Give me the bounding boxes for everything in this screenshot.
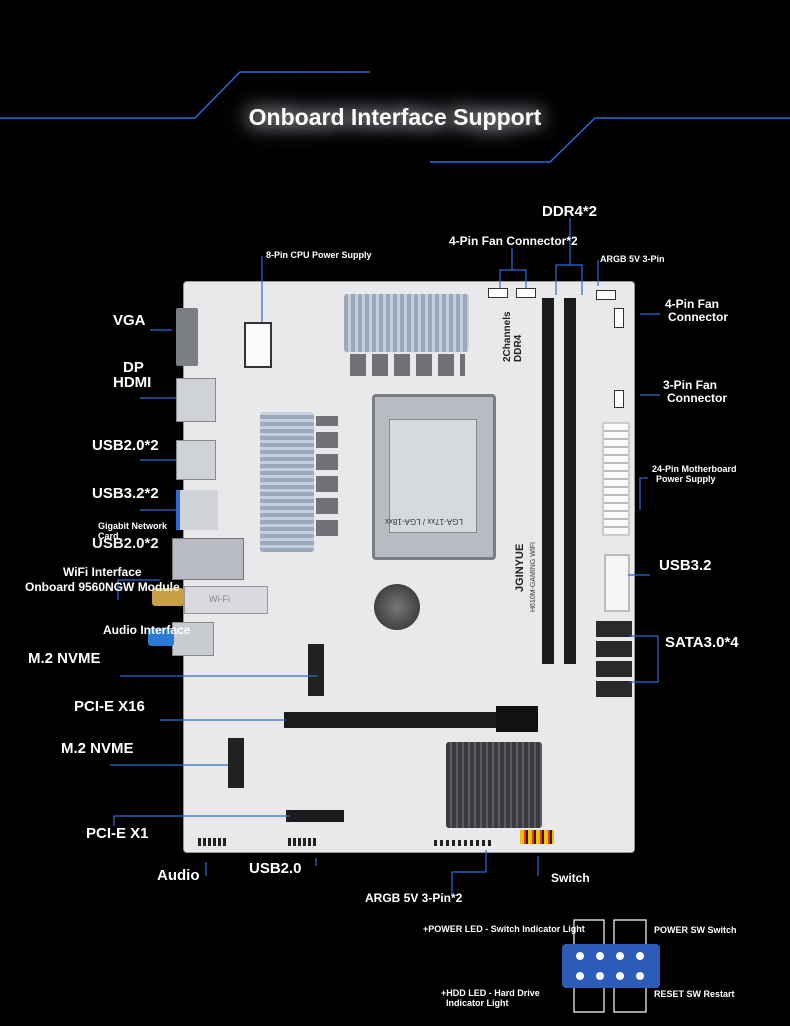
label-dp: DP [123,359,144,376]
label-usb20: USB2.0 [249,860,302,877]
chokes-left [316,416,338,536]
label-pcie16: PCI-E X16 [74,698,145,715]
label-fan4-x2: 4-Pin Fan Connector*2 [449,234,578,248]
label-gigabit-b: Card [98,531,119,541]
fan-connector-right-3pin [614,390,624,408]
vga-port [176,308,198,366]
label-atx24: 24-Pin Motherboard [652,464,737,474]
label-hdd-led: +HDD LED - Hard Drive [441,988,540,998]
label-argb-top: ARGB 5V 3-Pin [600,254,665,264]
label-switch: Switch [551,871,590,885]
cpu-socket: LGA-17xx / LGA-18xx [372,394,496,560]
label-fan4: 4-Pin Fan [665,297,720,311]
label-wifi-b: Onboard 9560NGW Module [25,580,180,594]
pcie-x1-slot [286,810,344,822]
label-fan3: 3-Pin Fan [663,378,718,392]
fan-connector-top-1 [488,288,508,298]
label-audio: Audio [157,867,200,884]
usb20-ports [176,440,216,480]
m2-slot-top [308,644,324,696]
label-power-sw: POWER SW Switch [654,925,737,935]
dimm-slot-2 [564,298,576,664]
hdmi-dp-port [176,378,216,422]
label-fan4-b: Connector [668,310,728,324]
label-usb20x2: USB2.0*2 [92,437,159,454]
audio-ports [172,622,214,656]
label-wifi: WiFi Interface [63,565,142,579]
fan-connector-top-2 [516,288,536,298]
label-argb-bottom: ARGB 5V 3-Pin*2 [365,891,463,905]
label-m2-top: M.2 NVME [28,650,101,667]
dimm-slot-1 [542,298,554,664]
vrm-heatsink-top [344,294,469,352]
label-atx24-b: Power Supply [656,474,716,484]
label-hdd-led-b: Indicator Light [446,998,509,1008]
label-m2-bottom: M.2 NVME [61,740,134,757]
chipset-heatsink [446,742,542,828]
m2-slot-bottom [228,738,244,788]
label-gigabit: Gigabit Network [98,521,168,531]
label-usb32x2: USB3.2*2 [92,485,159,502]
cmos-battery [374,584,420,630]
label-fan3-b: Connector [667,391,727,405]
label-power-led: +POWER LED - Switch Indicator Light [423,924,585,934]
atx24-connector [602,422,630,536]
label-reset-sw: RESET SW Restart [654,989,735,999]
label-hdmi: HDMI [113,374,152,391]
argb-connector-top [596,290,616,300]
fan-connector-right-4pin [614,308,624,328]
lan-port [172,538,244,580]
usb32-header [604,554,630,612]
page-title: Onboard Interface Support [248,104,542,130]
wifi-module: Wi-Fi [184,586,268,614]
pcie-x16-latch [496,706,538,732]
chokes-top [350,354,465,376]
usb20-header [288,838,318,846]
label-pcie1: PCI-E X1 [86,825,149,842]
label-audio-interface: Audio Interface [103,623,191,637]
usb32-ports [176,490,218,530]
label-cpu-power: 8-Pin CPU Power Supply [266,250,372,260]
sata-ports [596,617,632,697]
label-usb32-right: USB3.2 [659,557,712,574]
label-vga: VGA [113,312,146,329]
audio-jack-blue [148,628,174,646]
label-sata: SATA3.0*4 [665,634,739,651]
audio-header [198,838,228,846]
front-panel-header [520,830,554,844]
wifi-antenna [152,588,184,606]
vrm-heatsink-left [260,412,314,552]
cpu-8pin-connector [244,322,272,368]
label-usb20-2: USB2.0*2 [92,535,159,552]
wifi-module-text: Wi-Fi [209,594,230,604]
argb-header-bottom [434,840,494,846]
label-ddr4: DDR4*2 [542,203,598,220]
pcie-x16-slot [284,712,496,728]
